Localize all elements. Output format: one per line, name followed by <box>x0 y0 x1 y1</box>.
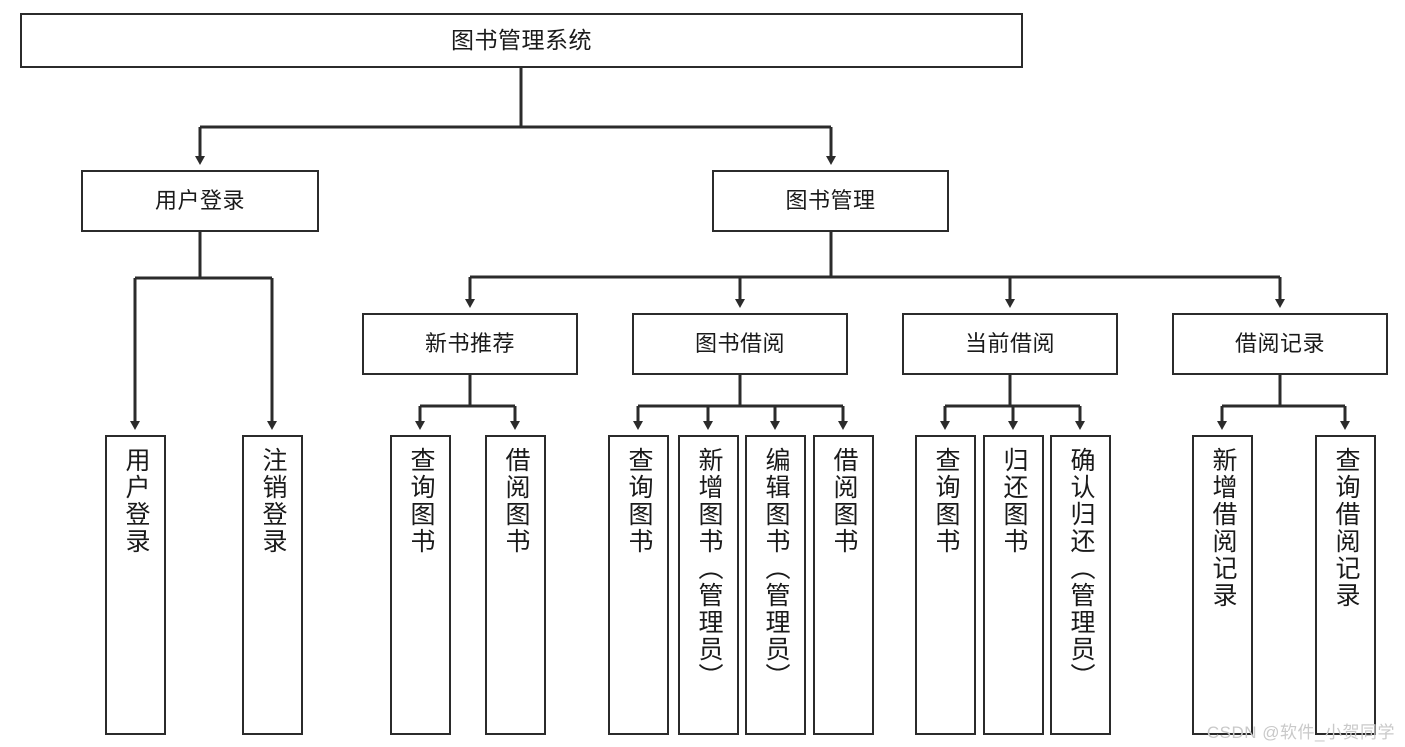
leaf-query-book-2[interactable]: 查询图书 <box>608 435 669 735</box>
leaf-edit-book[interactable]: 编辑图书（管理员） <box>745 435 806 735</box>
leaf-borrow-book-1[interactable]: 借阅图书 <box>485 435 546 735</box>
node-label: 新书推荐 <box>424 331 515 357</box>
node-label: 确认归还（管理员） <box>1067 447 1095 690</box>
node-label: 借阅图书 <box>502 447 530 555</box>
leaf-return-book[interactable]: 归还图书 <box>983 435 1044 735</box>
node-label: 用户登录 <box>122 447 150 555</box>
csdn-watermark: CSDN @软件_小贺同学 <box>1206 723 1395 742</box>
node-label: 查询图书 <box>625 447 653 555</box>
node-label: 查询借阅记录 <box>1332 447 1360 609</box>
node-borrow-record[interactable]: 借阅记录 <box>1172 313 1388 375</box>
node-label: 当前借阅 <box>964 331 1055 357</box>
node-label: 用户登录 <box>154 188 245 214</box>
node-current-borrow[interactable]: 当前借阅 <box>902 313 1118 375</box>
node-label: 查询图书 <box>932 447 960 555</box>
node-book-management[interactable]: 图书管理 <box>712 170 949 232</box>
leaf-query-record[interactable]: 查询借阅记录 <box>1315 435 1376 735</box>
leaf-borrow-book-2[interactable]: 借阅图书 <box>813 435 874 735</box>
node-label: 查询图书 <box>407 447 435 555</box>
node-new-book-recommend[interactable]: 新书推荐 <box>362 313 578 375</box>
node-label: 归还图书 <box>1000 447 1028 555</box>
leaf-confirm-return[interactable]: 确认归还（管理员） <box>1050 435 1111 735</box>
leaf-logout[interactable]: 注销登录 <box>242 435 303 735</box>
leaf-query-book-3[interactable]: 查询图书 <box>915 435 976 735</box>
node-user-login[interactable]: 用户登录 <box>81 170 319 232</box>
leaf-add-book[interactable]: 新增图书（管理员） <box>678 435 739 735</box>
node-label: 注销登录 <box>259 447 287 555</box>
leaf-user-login[interactable]: 用户登录 <box>105 435 166 735</box>
leaf-add-record[interactable]: 新增借阅记录 <box>1192 435 1253 735</box>
node-label: 新增图书（管理员） <box>695 447 723 690</box>
node-label: 图书管理 <box>785 188 876 214</box>
leaf-query-book-1[interactable]: 查询图书 <box>390 435 451 735</box>
node-label: 编辑图书（管理员） <box>762 447 790 690</box>
node-book-borrow[interactable]: 图书借阅 <box>632 313 848 375</box>
node-label: 图书管理系统 <box>451 26 592 53</box>
node-root-system[interactable]: 图书管理系统 <box>20 13 1023 68</box>
node-label: 新增借阅记录 <box>1209 447 1237 609</box>
node-label: 图书借阅 <box>694 331 785 357</box>
node-label: 借阅记录 <box>1234 331 1325 357</box>
node-label: 借阅图书 <box>830 447 858 555</box>
